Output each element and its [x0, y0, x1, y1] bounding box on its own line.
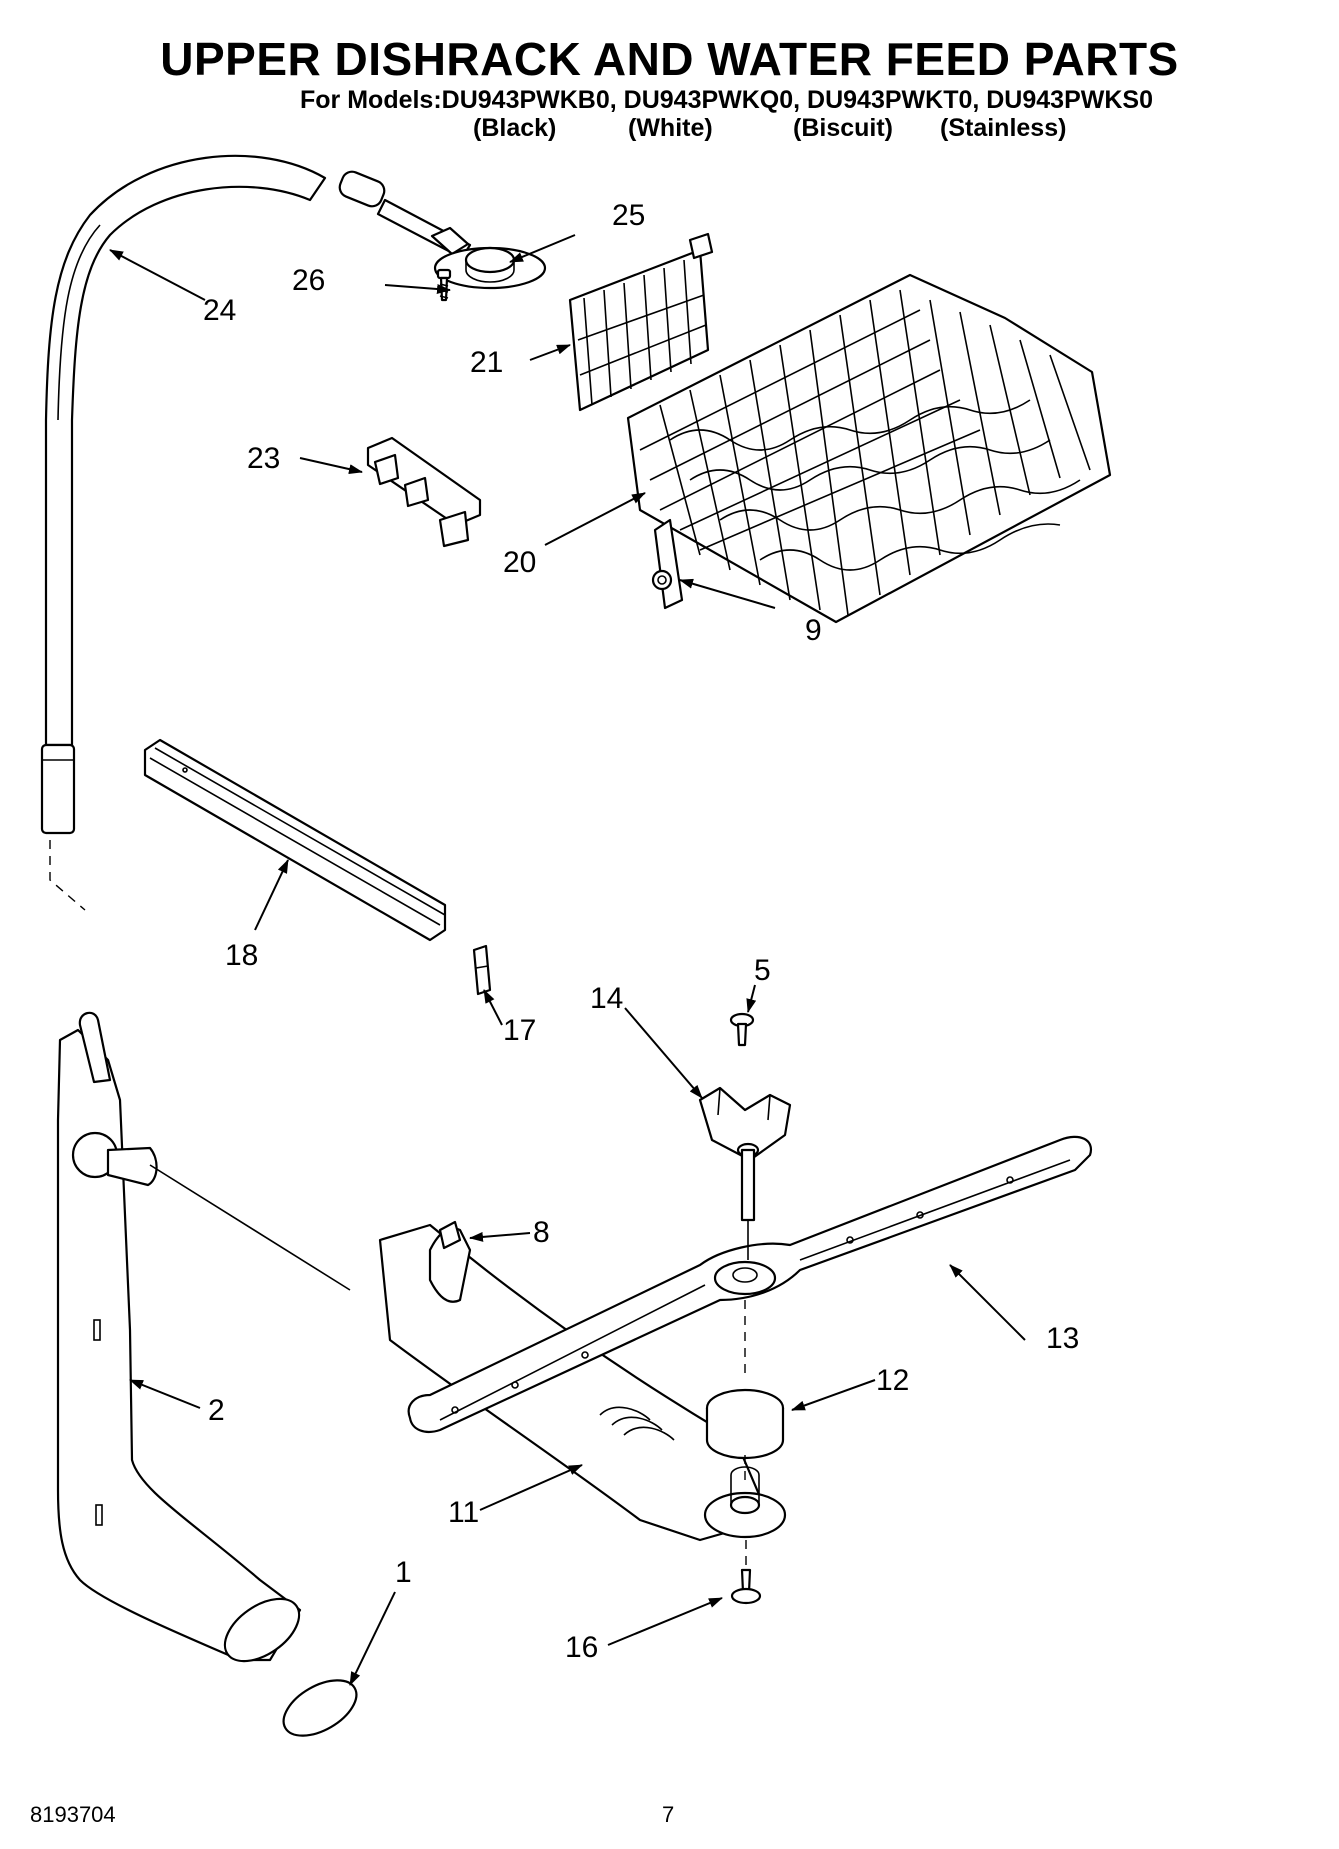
callout-11: 11: [448, 1496, 479, 1529]
callout-23: 23: [247, 442, 280, 475]
callout-17: 17: [503, 1014, 536, 1047]
callout-18: 18: [225, 939, 258, 972]
variant-stainless: (Stainless): [940, 114, 1067, 142]
o-ring: [282, 1679, 358, 1737]
rack-track: [143, 738, 447, 942]
callout-leaders: [109, 234, 1026, 1686]
upper-dishrack: [626, 273, 1112, 624]
spray-conduit: [378, 1223, 787, 1542]
variant-white: (White): [628, 114, 713, 142]
cup-shelf: [568, 232, 714, 412]
models-line: For Models:DU943PWKB0, DU943PWKQ0, DU943…: [300, 86, 1153, 114]
callout-21: 21: [470, 346, 503, 379]
variant-black: (Black): [473, 114, 557, 142]
rack-bracket: [366, 436, 482, 548]
callout-26: 26: [292, 264, 325, 297]
conduit-clip: [428, 1220, 472, 1303]
callout-12: 12: [876, 1364, 909, 1397]
callout-20: 20: [503, 546, 536, 579]
callout-24: 24: [203, 294, 236, 327]
callout-9: 9: [805, 614, 822, 647]
lower-feed-tube: [56, 1011, 351, 1663]
variant-biscuit: (Biscuit): [793, 114, 893, 142]
callout-2: 2: [208, 1394, 225, 1427]
manifold-ring: [705, 1300, 785, 1480]
spray-arm-support: [698, 1086, 792, 1260]
page-title: UPPER DISHRACK AND WATER FEED PARTS: [160, 33, 1179, 85]
screw-5: [729, 1012, 755, 1047]
water-feed-tube: [40, 154, 472, 911]
stop-clip: [651, 518, 684, 610]
callout-5: 5: [754, 954, 771, 987]
callout-1: 1: [395, 1556, 412, 1589]
screw-26: [436, 268, 452, 302]
callout-25: 25: [612, 199, 645, 232]
spray-arm: [407, 1135, 1093, 1434]
callout-16: 16: [565, 1631, 598, 1664]
page-number: 7: [662, 1802, 675, 1827]
document-number: 8193704: [30, 1802, 116, 1827]
track-stop: [472, 944, 492, 996]
callout-8: 8: [533, 1216, 550, 1249]
screw-16: [730, 1540, 762, 1605]
callout-14: 14: [590, 982, 623, 1015]
callout-13: 13: [1046, 1322, 1079, 1355]
